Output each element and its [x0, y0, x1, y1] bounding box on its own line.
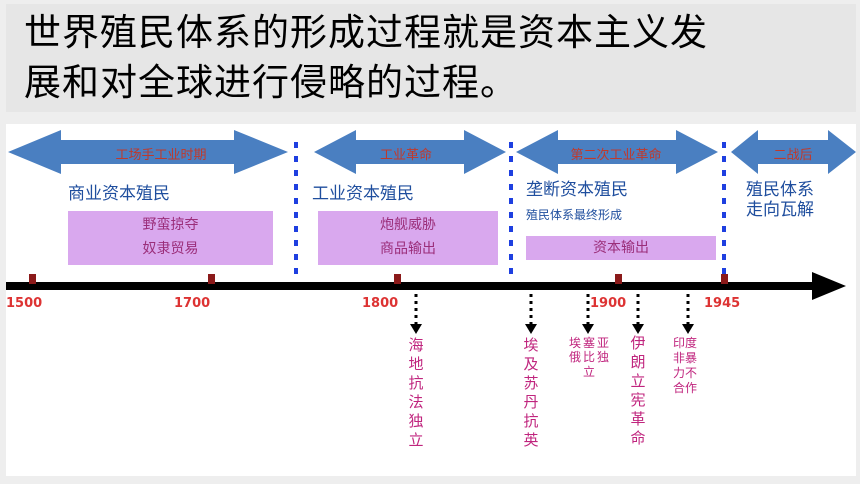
period-arrow-3 — [516, 130, 718, 174]
title-line-1: 世界殖民体系的形成过程就是资本主义发 — [24, 11, 708, 54]
box-item: 商品输出 — [380, 241, 436, 257]
tick-1945 — [721, 274, 728, 284]
arrow-label-2: 工业革命 — [379, 148, 432, 163]
event-egypt-sudan: 埃及苏丹抗英 — [523, 336, 539, 449]
year-label: 1700 — [174, 296, 211, 311]
period-label-4-line-1: 殖民体系 — [746, 180, 814, 200]
event-haiti: 海地抗法独立 — [408, 336, 424, 449]
period-box-3: 资本输出 — [526, 236, 716, 260]
box-item: 资本输出 — [593, 240, 649, 256]
event-arrow-1 — [410, 324, 422, 334]
event-iran: 伊朗立宪革命 — [630, 334, 646, 447]
period-note-3: 殖民体系最终形成 — [526, 208, 623, 222]
box-item: 奴隶贸易 — [142, 241, 199, 257]
period-box-2: 炮舰威胁 商品输出 — [318, 211, 498, 265]
event-row: 合作 — [673, 381, 698, 395]
period-arrow-1 — [8, 130, 288, 174]
box-item: 炮舰威胁 — [380, 217, 436, 233]
event-arrow-2 — [525, 324, 537, 334]
event-arrow-4 — [632, 324, 644, 334]
timeline-axis-arrowhead — [812, 272, 846, 300]
year-label: 1945 — [704, 296, 741, 311]
event-arrow-3 — [582, 324, 594, 334]
arrow-label-4: 二战后 — [773, 148, 813, 163]
timeline-panel: 工场手工业时期 工业革命 第二次工业革命 二战后 商业资本殖民 工业资本殖民 垄… — [6, 124, 856, 476]
period-arrow-2 — [314, 130, 506, 174]
period-label-1: 商业资本殖民 — [68, 184, 170, 204]
timeline-axis — [6, 282, 814, 290]
arrow-label-3: 第二次工业革命 — [570, 148, 662, 163]
event-row: 力不 — [673, 366, 698, 380]
event-arrow-5 — [682, 324, 694, 334]
event-row: 非暴 — [673, 351, 698, 365]
year-label: 1500 — [6, 296, 43, 311]
period-box-1: 野蛮掠夺 奴隶贸易 — [68, 211, 273, 265]
box-item: 野蛮掠夺 — [142, 217, 199, 233]
tick-1800 — [394, 274, 401, 284]
event-row: 印度 — [673, 336, 698, 350]
year-label: 1900 — [590, 296, 627, 311]
tick-1700 — [208, 274, 215, 284]
period-label-3: 垄断资本殖民 — [526, 180, 628, 200]
year-label: 1800 — [362, 296, 399, 311]
title-line-2: 展和对全球进行侵略的过程。 — [24, 61, 518, 104]
event-col: 亚独 — [596, 336, 609, 364]
period-label-2: 工业资本殖民 — [312, 184, 414, 204]
period-label-4-line-2: 走向瓦解 — [746, 200, 814, 220]
title-box: 世界殖民体系的形成过程就是资本主义发 展和对全球进行侵略的过程。 — [6, 4, 856, 112]
event-col: 埃俄 — [568, 336, 581, 364]
event-india: 印度 非暴 力不 合作 — [671, 334, 713, 404]
timeline-svg — [6, 130, 856, 334]
tick-1500 — [29, 274, 36, 284]
event-col: 立 — [582, 365, 595, 379]
event-ethiopia: 埃俄 塞比 亚独 立 — [568, 336, 614, 416]
period-arrow-4 — [731, 130, 856, 174]
tick-1900 — [615, 274, 622, 284]
arrow-label-1: 工场手工业时期 — [115, 148, 207, 163]
event-col: 塞比 — [582, 336, 595, 364]
